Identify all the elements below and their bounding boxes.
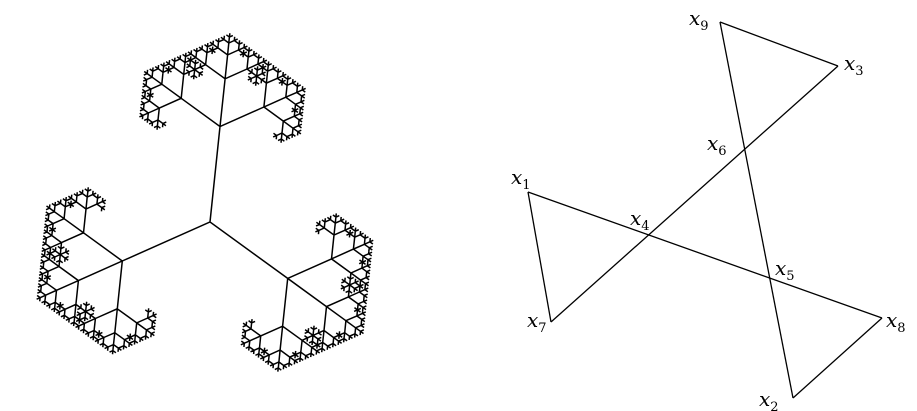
edge-x9-x3 [719,21,839,67]
fractal-branches [36,33,374,372]
point-line-diagram: x1 x2 x3 x4 x5 x6 x7 x8 x9 [511,6,906,411]
edge-x3-x7 [550,65,839,323]
branching-fractal [36,33,374,372]
edge-x1-x8 [527,191,883,319]
edge-x7-x1 [527,191,552,323]
label-x4: x4 [630,206,650,234]
label-x1: x1 [511,165,531,193]
label-x3: x3 [844,51,864,79]
label-x7: x7 [527,308,547,336]
edge-x2-x9 [719,21,794,399]
point-labels: x1 x2 x3 x4 x5 x6 x7 x8 x9 [511,6,906,411]
label-x8: x8 [886,308,906,336]
edge-x8-x2 [792,317,883,399]
diagram-edges [527,21,883,399]
label-x9: x9 [689,6,709,34]
label-x2: x2 [759,387,779,411]
label-x5: x5 [775,256,795,284]
label-x6: x6 [707,131,727,159]
